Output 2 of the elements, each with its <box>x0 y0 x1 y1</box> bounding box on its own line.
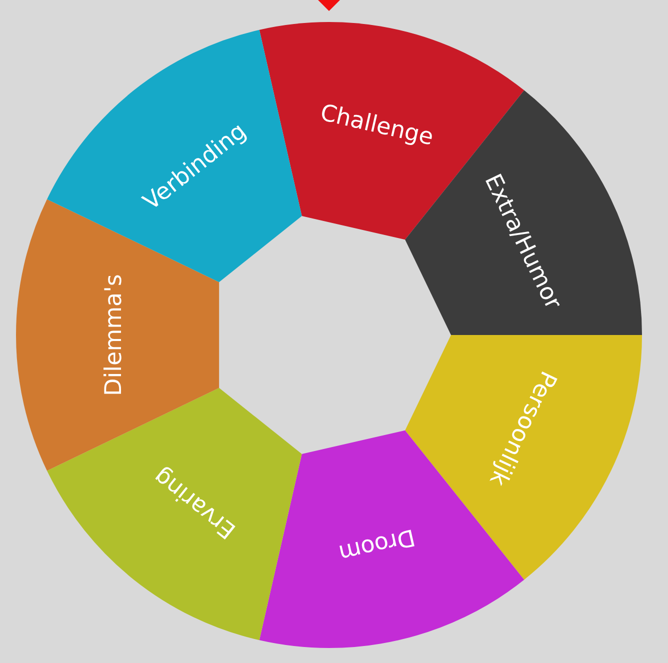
segment-label: Dilemma's <box>100 273 128 398</box>
segment-label: Droom <box>335 522 418 568</box>
